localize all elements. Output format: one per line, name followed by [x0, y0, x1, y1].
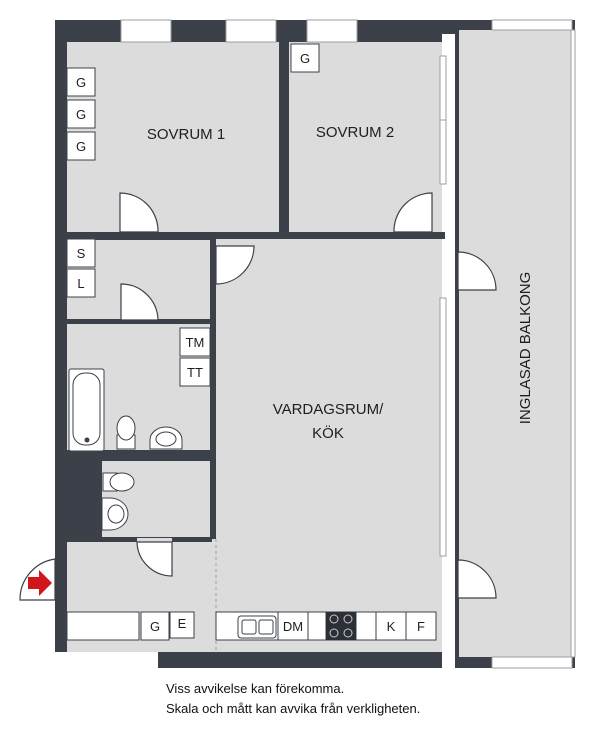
entrance-arrow-icon — [28, 570, 52, 596]
disclaimer-line-1: Viss avvikelse kan förekomma. — [166, 681, 345, 696]
room-label-sovrum2: SOVRUM 2 — [316, 124, 394, 141]
top-windows — [120, 19, 576, 669]
wc-toilet-icon — [102, 472, 135, 492]
label-g-4: G — [300, 51, 310, 66]
fixture-labels: G G G G S L TM TT G E DM K F — [76, 51, 425, 634]
room-label-balkong: INGLASAD BALKONG — [517, 272, 534, 425]
label-tm: TM — [186, 335, 205, 350]
label-g-2: G — [76, 107, 86, 122]
label-f: F — [417, 619, 425, 634]
label-k: K — [387, 619, 396, 634]
label-g-1: G — [76, 75, 86, 90]
disclaimer-line-2: Skala och mått kan avvika från verklighe… — [166, 701, 421, 716]
label-e: E — [178, 616, 187, 631]
label-s: S — [77, 246, 86, 261]
interior-walls — [55, 34, 445, 542]
living-floor — [216, 238, 442, 652]
bathtub-drain — [84, 437, 90, 443]
label-tt: TT — [187, 365, 203, 380]
toilet-icon — [116, 415, 136, 450]
sovrum1-floor — [67, 42, 279, 232]
room-label-sovrum1: SOVRUM 1 — [147, 126, 225, 143]
balcony-floor — [459, 30, 571, 657]
balcony-windows — [439, 55, 447, 557]
label-g-5: G — [150, 619, 160, 634]
room-label-kok: KÖK — [312, 424, 344, 442]
bathtub-basin — [72, 372, 101, 446]
stove-icon — [326, 612, 356, 640]
label-g-3: G — [76, 139, 86, 154]
sink-icon — [149, 426, 183, 450]
label-l: L — [77, 276, 84, 291]
kitchen-sink-icon — [237, 615, 277, 639]
room-label-vardagsrum: VARDAGSRUM/ — [273, 401, 384, 418]
label-dm: DM — [283, 619, 303, 634]
door-swings — [19, 192, 497, 601]
wc-sink-icon — [101, 497, 129, 531]
